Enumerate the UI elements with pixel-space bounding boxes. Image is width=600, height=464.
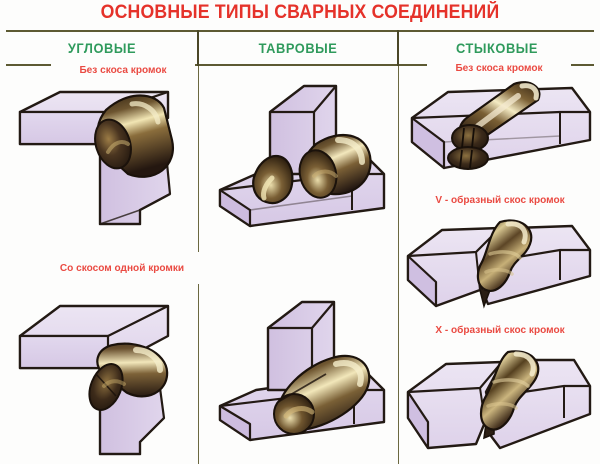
- corner-joint-no-bevel-illustration: [8, 82, 188, 247]
- butt-joint-x-bevel-illustration: [404, 348, 594, 460]
- column-divider-left-b: [197, 284, 199, 464]
- corner-joint-single-bevel-illustration: [8, 292, 188, 460]
- header-rule-top: [6, 30, 594, 32]
- header-band: [6, 32, 594, 64]
- column-header-corner-label: УГЛОВЫЕ: [67, 40, 137, 56]
- caption-butt-x-bevel: X - образный скос кромок: [413, 324, 587, 336]
- caption-butt-v-bevel: V - образный скос кромок: [413, 194, 587, 206]
- column-divider-right-a: [397, 66, 399, 464]
- column-header-butt-label: СТЫКОВЫЕ: [455, 40, 539, 56]
- tee-joint-single-bevel-illustration: [208, 296, 394, 462]
- header-divider-1: [197, 30, 199, 66]
- butt-joint-v-bevel-illustration: [404, 216, 594, 316]
- header-rule-bottom: [6, 64, 594, 66]
- column-header-tee: ТАВРОВЫЕ: [205, 32, 391, 64]
- column-header-butt: СТЫКОВЫЕ: [405, 32, 589, 64]
- column-header-corner: УГЛОВЫЕ: [11, 32, 193, 64]
- caption-butt-no-bevel: Без скоса кромок: [427, 62, 571, 74]
- column-divider-left-a: [197, 66, 199, 252]
- page-title: ОСНОВНЫЕ ТИПЫ СВАРНЫХ СОЕДИНЕНИЙ: [100, 2, 500, 23]
- tee-joint-no-bevel-illustration: [208, 78, 394, 254]
- header-divider-2: [397, 30, 399, 66]
- caption-corner-single-bevel: Со скосом одной кромки: [45, 262, 199, 274]
- butt-joint-no-bevel-illustration: [404, 81, 594, 182]
- column-header-tee-label: ТАВРОВЫЕ: [258, 40, 338, 56]
- caption-corner-no-bevel: Без скоса кромок: [51, 64, 195, 76]
